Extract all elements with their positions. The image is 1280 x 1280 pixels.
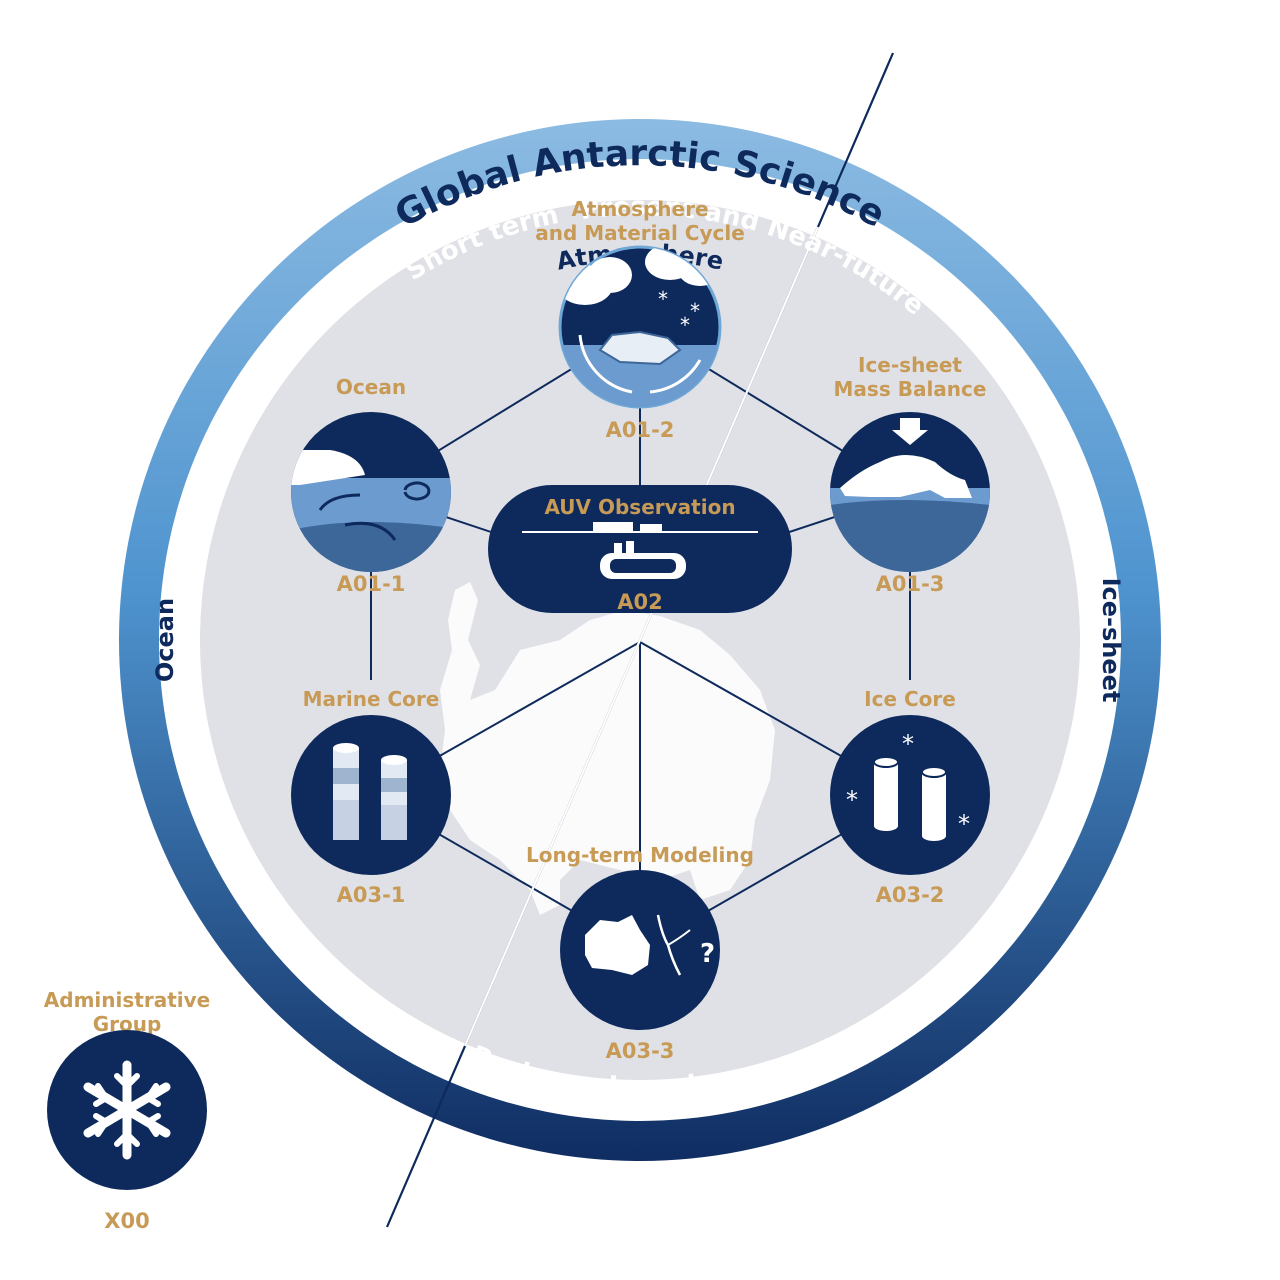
node-a02-code: A02 bbox=[617, 590, 662, 614]
timeline-divider-white bbox=[463, 226, 820, 1047]
node-a01-2-code: A01-2 bbox=[606, 418, 675, 442]
node-x00-label-1: Administrative bbox=[44, 988, 210, 1012]
node-a03-3[interactable]: Long-term Modeling ? A03-3 bbox=[526, 843, 754, 1063]
svg-text:*: * bbox=[846, 786, 858, 814]
node-a02-label: AUV Observation bbox=[544, 495, 735, 519]
node-a03-2-label: Ice Core bbox=[864, 687, 956, 711]
node-a01-1-label: Ocean bbox=[336, 375, 406, 399]
axis-label-ocean: Ocean bbox=[151, 598, 179, 682]
node-a03-1-label: Marine Core bbox=[303, 687, 440, 711]
node-a03-3-code: A03-3 bbox=[606, 1039, 675, 1063]
node-a03-3-label: Long-term Modeling bbox=[526, 843, 754, 867]
node-a01-3-code: A01-3 bbox=[876, 572, 945, 596]
svg-text:*: * bbox=[902, 730, 914, 758]
svg-text:*: * bbox=[958, 810, 970, 838]
node-a03-2[interactable]: Ice Core * * * A03-2 bbox=[830, 687, 990, 907]
node-a02[interactable]: AUV Observation A02 bbox=[488, 485, 792, 614]
node-a03-1-code: A03-1 bbox=[337, 883, 406, 907]
node-a03-2-code: A03-2 bbox=[876, 883, 945, 907]
node-a01-1[interactable]: Ocean A01-1 bbox=[291, 375, 451, 596]
antarctica-model-icon: ? bbox=[585, 914, 715, 976]
sediment-core-icon bbox=[333, 743, 407, 840]
auv-submarine-icon bbox=[593, 522, 686, 579]
node-a01-1-code: A01-1 bbox=[337, 572, 406, 596]
ice-core-cylinders-icon: * * * bbox=[846, 730, 970, 841]
node-a03-1[interactable]: Marine Core A03-1 bbox=[291, 687, 451, 907]
node-a03-3-question-mark: ? bbox=[700, 939, 715, 969]
node-a01-2-label-1: Atmosphere bbox=[571, 197, 708, 221]
svg-text:*: * bbox=[680, 313, 690, 337]
svg-text:*: * bbox=[658, 287, 668, 311]
axis-label-ice-sheet: Ice-sheet bbox=[1097, 578, 1125, 703]
svg-text:*: * bbox=[690, 299, 700, 323]
node-a01-3-label-2: Mass Balance bbox=[834, 377, 987, 401]
node-x00-code: X00 bbox=[104, 1209, 149, 1233]
snowflake-icon bbox=[83, 1060, 171, 1160]
node-a01-2-label-2: and Material Cycle bbox=[535, 221, 745, 245]
node-a01-3-label-1: Ice-sheet bbox=[858, 353, 962, 377]
antarctica-silhouette bbox=[440, 582, 775, 915]
node-x00[interactable]: Administrative Group X00 bbox=[44, 988, 210, 1233]
